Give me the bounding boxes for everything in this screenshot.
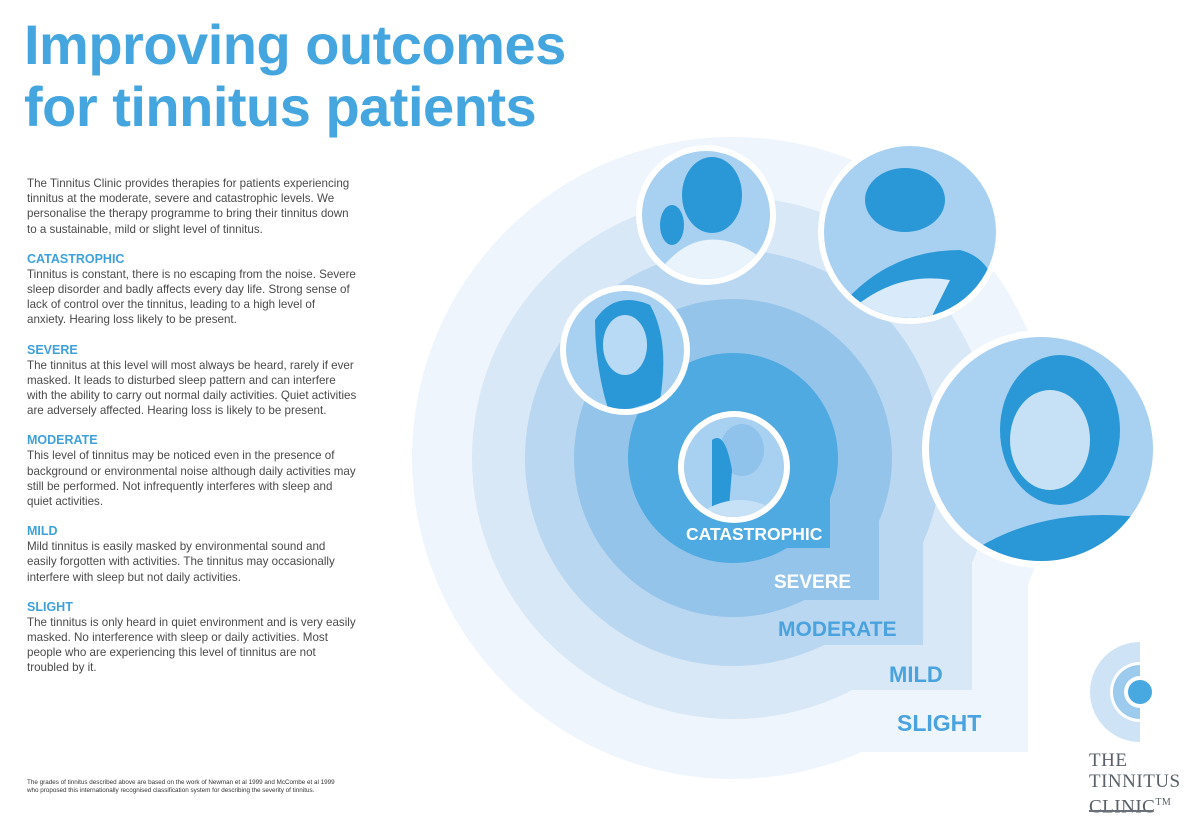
logo-trademark: TM [1155, 797, 1172, 808]
patient-photo-3 [560, 285, 690, 415]
logo-line-3: CLINIC [1089, 796, 1156, 818]
heading-catastrophic: CATASTROPHIC [27, 251, 125, 266]
text-moderate: This level of tinnitus may be noticed ev… [27, 449, 356, 509]
label-moderate: MODERATE [778, 618, 897, 641]
clinic-logo-text: THE TINNITUS CLINICTM [1089, 750, 1181, 817]
logo-line-1: THE [1089, 750, 1128, 771]
title-line-2: for tinnitus patients [24, 75, 537, 138]
label-slight: SLIGHT [897, 710, 981, 736]
patient-photo-4 [678, 411, 790, 523]
clinic-logo-mark [1090, 642, 1152, 742]
logo-line-2: TINNITUS [1089, 771, 1181, 792]
heading-severe: SEVERE [27, 342, 78, 357]
heading-mild: MILD [27, 524, 58, 539]
patient-photo-5 [922, 330, 1160, 568]
logo-underline [1089, 810, 1153, 812]
intro-text: The Tinnitus Clinic provides therapies f… [27, 177, 350, 236]
heading-slight: SLIGHT [27, 599, 73, 614]
label-severe: SEVERE [774, 572, 851, 593]
footnote: The grades of tinnitus described above a… [27, 779, 335, 794]
heading-moderate: MODERATE [27, 433, 98, 448]
text-mild: Mild tinnitus is easily masked by enviro… [27, 540, 335, 584]
text-slight: The tinnitus is only heard in quiet envi… [27, 615, 356, 675]
label-mild: MILD [889, 662, 943, 687]
description-column: The Tinnitus Clinic provides therapies f… [27, 176, 357, 691]
label-catastrophic: CATASTROPHIC [686, 524, 823, 544]
text-catastrophic: Tinnitus is constant, there is no escapi… [27, 267, 356, 327]
text-severe: The tinnitus at this level will most alw… [27, 358, 357, 418]
title-line-1: Improving outcomes [24, 13, 566, 76]
patient-photo-2 [818, 140, 1002, 324]
patient-photo-1 [636, 145, 776, 285]
